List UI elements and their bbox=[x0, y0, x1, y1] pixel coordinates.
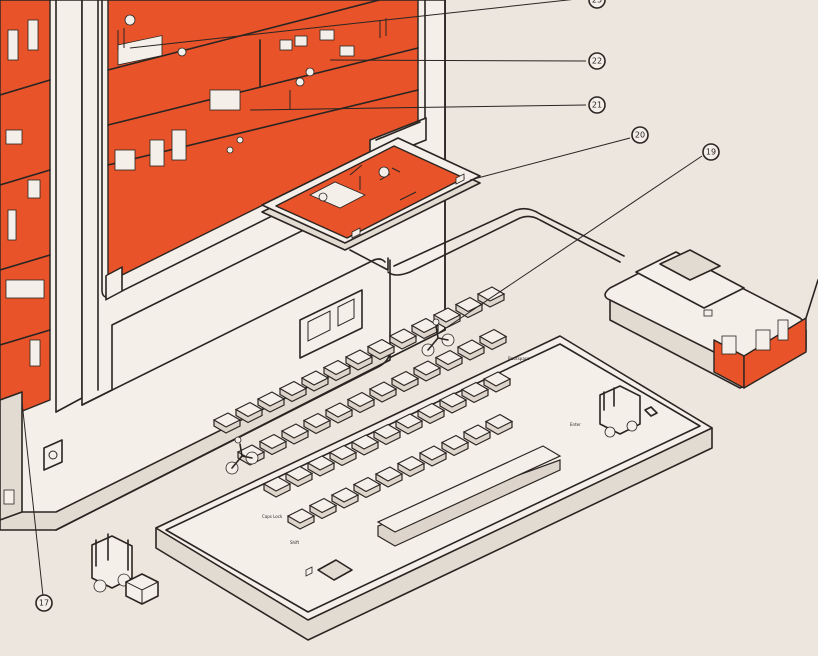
key bbox=[256, 391, 286, 407]
callout-17: 17 bbox=[35, 594, 53, 612]
disk-drive bbox=[261, 117, 481, 271]
key bbox=[258, 433, 288, 450]
key bbox=[418, 445, 448, 461]
cyclist-near-case bbox=[225, 436, 259, 475]
key bbox=[346, 391, 376, 408]
key bbox=[460, 381, 490, 398]
key bbox=[344, 349, 374, 365]
key bbox=[368, 381, 398, 397]
key bbox=[300, 370, 330, 386]
key bbox=[440, 434, 470, 451]
cutaway-details bbox=[114, 14, 387, 171]
key-label-enter: Enter bbox=[570, 422, 581, 427]
key bbox=[328, 444, 358, 461]
front-panel bbox=[43, 266, 363, 471]
key bbox=[280, 423, 310, 439]
key bbox=[302, 412, 332, 429]
key bbox=[278, 380, 308, 397]
key bbox=[432, 307, 462, 323]
key bbox=[410, 317, 440, 334]
key bbox=[482, 371, 512, 387]
mouse-cable-inner bbox=[393, 207, 625, 267]
key bbox=[324, 402, 354, 418]
key bbox=[350, 434, 380, 450]
key bbox=[366, 338, 396, 355]
key bbox=[476, 286, 506, 302]
callout-19: 19 bbox=[702, 143, 720, 161]
key bbox=[306, 455, 336, 471]
svg-text:17: 17 bbox=[39, 599, 49, 608]
key bbox=[478, 328, 508, 345]
key bbox=[234, 401, 264, 418]
key bbox=[416, 402, 446, 419]
key-grid bbox=[212, 286, 514, 530]
callout-22: 22 bbox=[588, 52, 606, 70]
cyclist-near-keyboard bbox=[421, 318, 455, 357]
mouse bbox=[604, 249, 818, 389]
callout-23: 23 bbox=[588, 0, 606, 9]
key bbox=[394, 413, 424, 429]
key bbox=[284, 465, 314, 482]
key bbox=[438, 392, 468, 408]
svg-text:23: 23 bbox=[592, 0, 602, 5]
svg-text:20: 20 bbox=[635, 131, 645, 140]
key bbox=[484, 413, 514, 430]
left-tower-cutaway bbox=[0, 0, 51, 521]
mouse-cable bbox=[387, 215, 621, 276]
callout-20: 20 bbox=[631, 126, 649, 144]
key-label-backspace: Backspace bbox=[508, 356, 530, 361]
forklift-on-floor bbox=[91, 533, 159, 605]
key bbox=[374, 466, 404, 482]
key bbox=[412, 360, 442, 376]
key bbox=[352, 476, 382, 493]
key bbox=[396, 455, 426, 472]
key bbox=[454, 296, 484, 313]
key-label-shift: Shift bbox=[290, 540, 300, 545]
key bbox=[456, 339, 486, 355]
svg-text:22: 22 bbox=[592, 57, 602, 66]
callouts: 23 22 21 20 19 17 bbox=[21, 0, 720, 612]
keyboard: Backspace Enter Caps Lock Shift bbox=[155, 286, 713, 641]
key bbox=[388, 328, 418, 344]
key bbox=[434, 349, 464, 366]
key bbox=[286, 508, 316, 524]
key bbox=[390, 370, 420, 387]
key bbox=[372, 423, 402, 440]
svg-text:21: 21 bbox=[592, 101, 602, 110]
key bbox=[462, 424, 492, 440]
svg-text:19: 19 bbox=[706, 148, 716, 157]
key bbox=[322, 359, 352, 376]
key-label-caps-lock: Caps Lock bbox=[262, 514, 283, 519]
key bbox=[330, 487, 360, 503]
forklift-on-keyboard bbox=[599, 385, 658, 438]
callout-21: 21 bbox=[588, 96, 606, 114]
key bbox=[212, 412, 242, 428]
key bbox=[262, 476, 292, 492]
key bbox=[308, 497, 338, 514]
